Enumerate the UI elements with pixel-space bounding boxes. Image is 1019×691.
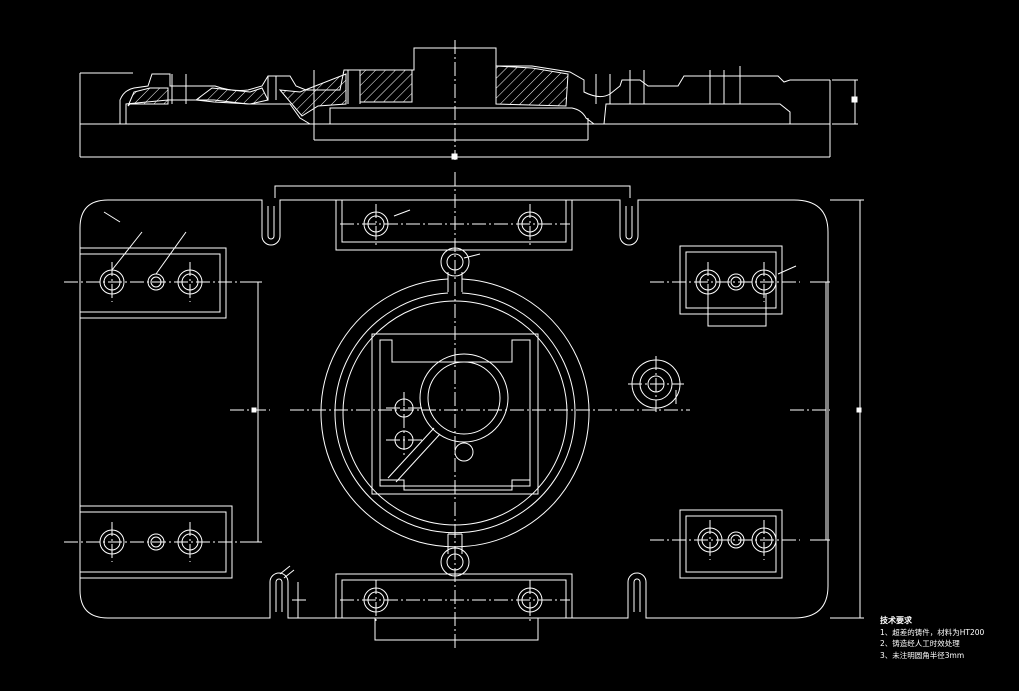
plan-view (79, 185, 864, 641)
section-view (79, 47, 858, 160)
notes-title: 技术要求 (880, 616, 912, 625)
notes-line-2: 2、铸造经人工时效处理 (880, 639, 960, 648)
hatch-area-5 (495, 65, 569, 107)
center-lines (64, 172, 830, 650)
hatch-area-2 (194, 87, 269, 105)
hatch-area-1 (127, 87, 169, 107)
technical-requirements: 技术要求 1、超差的铸件，材料为HT200 2、铸造经人工时效处理 3、未注明圆… (880, 615, 984, 661)
hatch-area-4 (359, 69, 413, 103)
hatch-area-3 (278, 73, 347, 117)
plate-outline (79, 199, 829, 619)
notes-line-3: 3、未注明圆角半径3mm (880, 650, 965, 660)
notes-line-1: 1、超差的铸件，材料为HT200 (880, 627, 985, 637)
